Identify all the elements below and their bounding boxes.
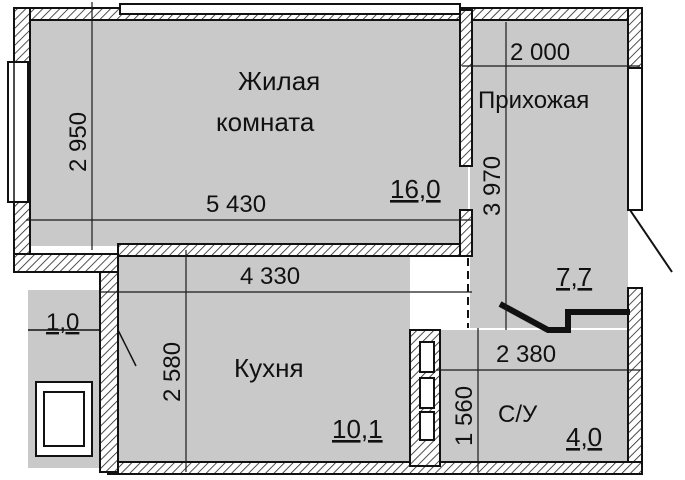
balcony-appliance-inner bbox=[43, 391, 85, 447]
bath-top-wall bbox=[498, 301, 630, 333]
kitchen-left-wall bbox=[99, 271, 119, 473]
bathroom-area: 4,0 bbox=[566, 422, 602, 452]
dim-bath-width: 2 380 bbox=[496, 341, 556, 368]
living-kitchen-partition bbox=[117, 243, 473, 257]
living-hall-partition bbox=[459, 9, 473, 167]
kitchen-name: Кухня bbox=[234, 353, 304, 383]
kitchen-floor bbox=[118, 254, 410, 466]
dim-bath-height: 1 560 bbox=[451, 386, 478, 446]
right-wall-top bbox=[627, 7, 643, 69]
partition-stub bbox=[459, 209, 473, 257]
living-room-name-line2: комната bbox=[216, 107, 315, 137]
living-window bbox=[7, 61, 29, 203]
dim-kitchen-width: 4 330 bbox=[240, 263, 300, 290]
kitchen-area: 10,1 bbox=[332, 414, 383, 444]
vent-shaft-1 bbox=[419, 341, 435, 373]
hall-door-opening bbox=[627, 67, 643, 211]
living-room-area: 16,0 bbox=[390, 174, 441, 204]
bathroom-floor bbox=[410, 330, 630, 466]
hallway-floor bbox=[470, 18, 628, 328]
dim-kitchen-height: 2 580 bbox=[159, 342, 186, 402]
living-room-floor bbox=[30, 18, 468, 246]
living-room-name: Жилая bbox=[238, 66, 320, 96]
vent-shaft-3 bbox=[419, 411, 435, 441]
balcony-top-wall bbox=[13, 253, 119, 273]
dim-living-height: 2 950 bbox=[65, 112, 92, 172]
bathroom-name: С/У bbox=[498, 401, 538, 428]
balcony-fixtures bbox=[28, 329, 137, 457]
hallway-area: 7,7 bbox=[556, 262, 592, 292]
interior-partitions bbox=[117, 9, 630, 467]
entrance-door-leaf bbox=[629, 209, 673, 273]
balcony-door-leaf bbox=[117, 329, 137, 367]
dim-hall-width: 2 000 bbox=[510, 39, 570, 66]
dim-living-width: 5 430 bbox=[206, 191, 266, 218]
balcony-area: 1,0 bbox=[46, 309, 79, 336]
dimension-lines bbox=[26, 2, 640, 472]
vent-shaft-2 bbox=[419, 377, 435, 409]
top-window bbox=[119, 3, 461, 15]
hallway-name: Прихожая bbox=[478, 87, 589, 114]
dim-hall-height: 3 970 bbox=[479, 156, 506, 216]
bottom-wall bbox=[107, 461, 643, 475]
right-wall-lower bbox=[627, 287, 643, 473]
